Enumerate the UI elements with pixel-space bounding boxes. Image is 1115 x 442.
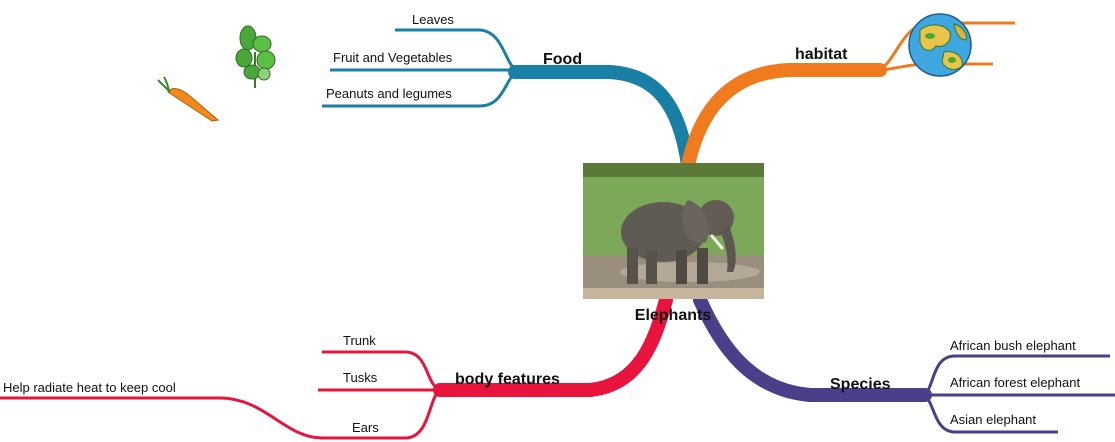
species-trunk xyxy=(693,293,932,402)
branch-habitat: habitat xyxy=(681,21,1015,172)
body-line-ears-detail xyxy=(0,396,323,440)
habitat-label[interactable]: habitat xyxy=(795,46,848,63)
body-features-label[interactable]: body features xyxy=(455,371,560,388)
food-item-leaves[interactable]: Leaves xyxy=(412,12,454,27)
food-trunk xyxy=(508,65,695,172)
body-trunk xyxy=(433,293,673,397)
food-line-peanuts xyxy=(322,70,519,108)
branch-body-features: body features Trunk Tusks Ears Help radi… xyxy=(0,293,673,440)
species-item-asian[interactable]: Asian elephant xyxy=(950,412,1036,427)
carrot-icon xyxy=(157,76,220,122)
body-item-tusks[interactable]: Tusks xyxy=(343,370,378,385)
elephant-photo[interactable] xyxy=(583,163,764,299)
species-item-forest[interactable]: African forest elephant xyxy=(950,375,1080,390)
habitat-trunk xyxy=(681,63,887,172)
branch-species: Species African bush elephant African fo… xyxy=(693,293,1115,434)
species-line-bush xyxy=(921,354,1110,397)
food-item-fruit[interactable]: Fruit and Vegetables xyxy=(333,50,453,65)
food-item-peanuts[interactable]: Peanuts and legumes xyxy=(326,86,452,101)
species-line-asian xyxy=(921,393,1058,434)
body-item-ears[interactable]: Ears xyxy=(352,420,379,435)
species-label[interactable]: Species xyxy=(830,376,891,393)
food-line-leaves xyxy=(395,28,519,72)
species-item-bush[interactable]: African bush elephant xyxy=(950,338,1076,353)
leaf-plant-icon xyxy=(235,25,276,88)
body-line-ears xyxy=(320,388,443,440)
branch-food: Food Leaves Fruit and Vegetables Peanuts… xyxy=(322,12,695,172)
central-topic-label[interactable]: Elephants xyxy=(635,307,712,324)
ears-detail-label[interactable]: Help radiate heat to keep cool xyxy=(3,380,176,395)
body-item-trunk[interactable]: Trunk xyxy=(343,333,376,348)
globe-icon xyxy=(908,13,972,77)
body-line-trunk xyxy=(322,350,443,392)
food-label[interactable]: Food xyxy=(543,51,582,68)
